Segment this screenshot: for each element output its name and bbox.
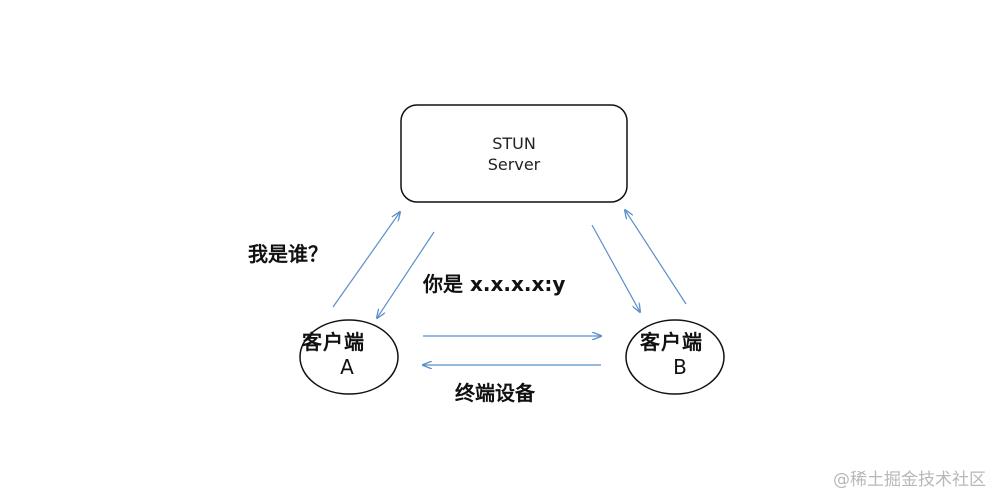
client-b-title: 客户端 — [640, 330, 703, 354]
server-label-line1: STUN — [492, 134, 536, 153]
you-are-label: 你是 x.x.x.x:y — [423, 272, 566, 296]
who-am-i-label: 我是谁？ — [248, 242, 328, 266]
arrow-a-to-server — [332, 212, 400, 308]
watermark-text: @稀土掘金技术社区 — [833, 470, 986, 490]
arrow-server-to-a — [377, 231, 435, 318]
client-b-circle — [625, 319, 725, 395]
arrow-b-to-server — [625, 210, 687, 305]
server-label-line2: Server — [487, 155, 541, 174]
terminal-devices-label: 终端设备 — [455, 381, 535, 405]
client-a-name: A — [340, 355, 354, 379]
arrow-server-to-b — [591, 224, 640, 312]
client-a-circle — [299, 319, 399, 395]
stun-server-box — [400, 104, 628, 203]
client-b-name: B — [673, 355, 687, 379]
client-a-title: 客户端 — [302, 330, 365, 354]
